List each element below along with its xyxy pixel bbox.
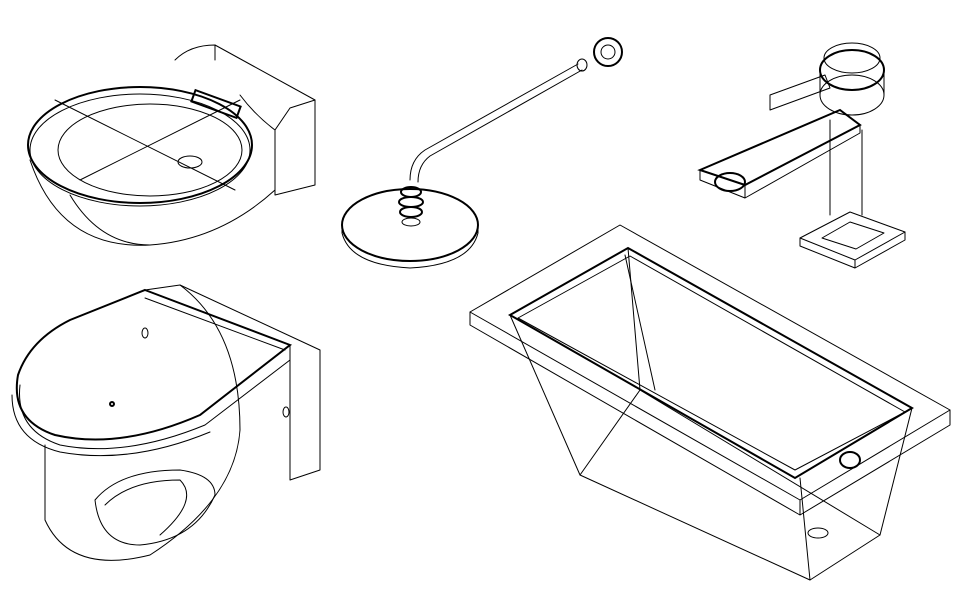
wall-hung-toilet-drawing [11,284,321,561]
bathtub-drawing [469,224,951,581]
washbasin-drawing [27,44,316,246]
faucet-drawing [697,42,906,269]
shower-head-drawing [341,37,623,269]
